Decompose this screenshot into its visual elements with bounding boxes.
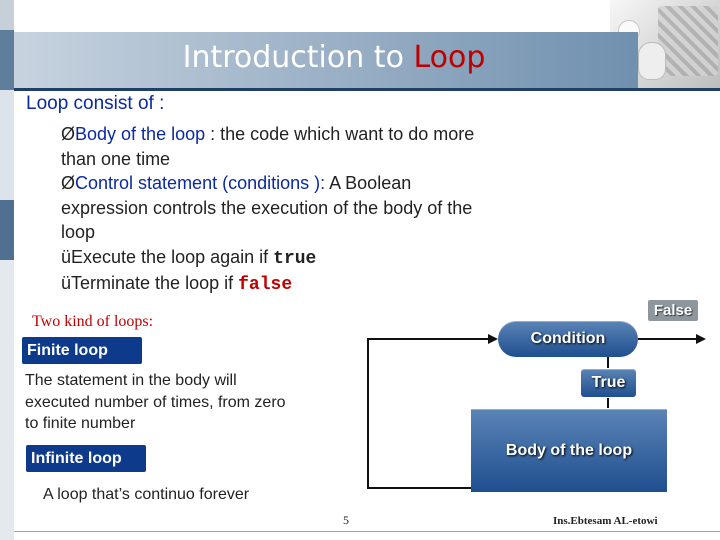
section-heading: Loop consist of : [26,93,165,114]
bullet-text: Terminate the loop if [71,273,239,293]
finite-loop-label: Finite loop [22,337,142,364]
bullet-item: üTerminate the loop if false [61,271,501,298]
bullet-item: ØBody of the loop : the code which want … [61,122,501,171]
true-label: True [581,369,636,397]
kinds-heading: Two kind of loops: [32,313,154,330]
condition-node: Condition [498,321,638,357]
bullet-lead: Control statement (conditions ): [75,173,326,193]
title-underline [14,88,720,91]
title-accent: Loop [413,40,486,75]
stripe [0,90,14,200]
stripe [0,260,14,540]
title-main: Introduction to [182,40,414,75]
false-label: False [648,300,698,321]
mouse-icon [638,42,666,80]
author-name: Ins.Ebtesam AL-etowi [553,515,658,527]
body-of-loop-node: Body of the loop [471,409,667,492]
bullet-list: ØBody of the loop : the code which want … [61,122,501,298]
stripe [0,0,14,30]
bullet-text: A Boolean expression controls the execut… [61,173,473,242]
bullet-lead: Body of the loop [75,124,206,144]
keyboard-icon [658,6,718,76]
arrow-head-icon [488,334,498,344]
bullet-text: Execute the loop again if [71,246,274,267]
slide-title: Introduction to Loop [14,40,654,75]
code-true: true [273,248,317,269]
finite-loop-description: The statement in the body will executed … [25,372,286,432]
title-bar [14,32,638,88]
checkmark-bullet-icon: ü [61,273,72,293]
infinite-loop-label: Infinite loop [26,445,146,472]
footer-divider [14,531,720,532]
arrow-bullet-icon: Ø [61,173,76,193]
page-number: 5 [343,513,349,527]
arrow-head-icon [696,334,706,344]
bullet-item: üExecute the loop again if true [61,245,501,272]
code-false: false [238,275,293,295]
bullet-item: ØControl statement (conditions ): A Bool… [61,171,501,245]
stripe [0,30,14,90]
arrow-bullet-icon: Ø [61,124,76,144]
checkmark-bullet-icon: ü [61,246,72,267]
infinite-loop-description: A loop that’s continuo forever [43,486,250,503]
stripe [0,200,14,260]
bullet-text: : the code which want to do more than on… [61,124,475,169]
